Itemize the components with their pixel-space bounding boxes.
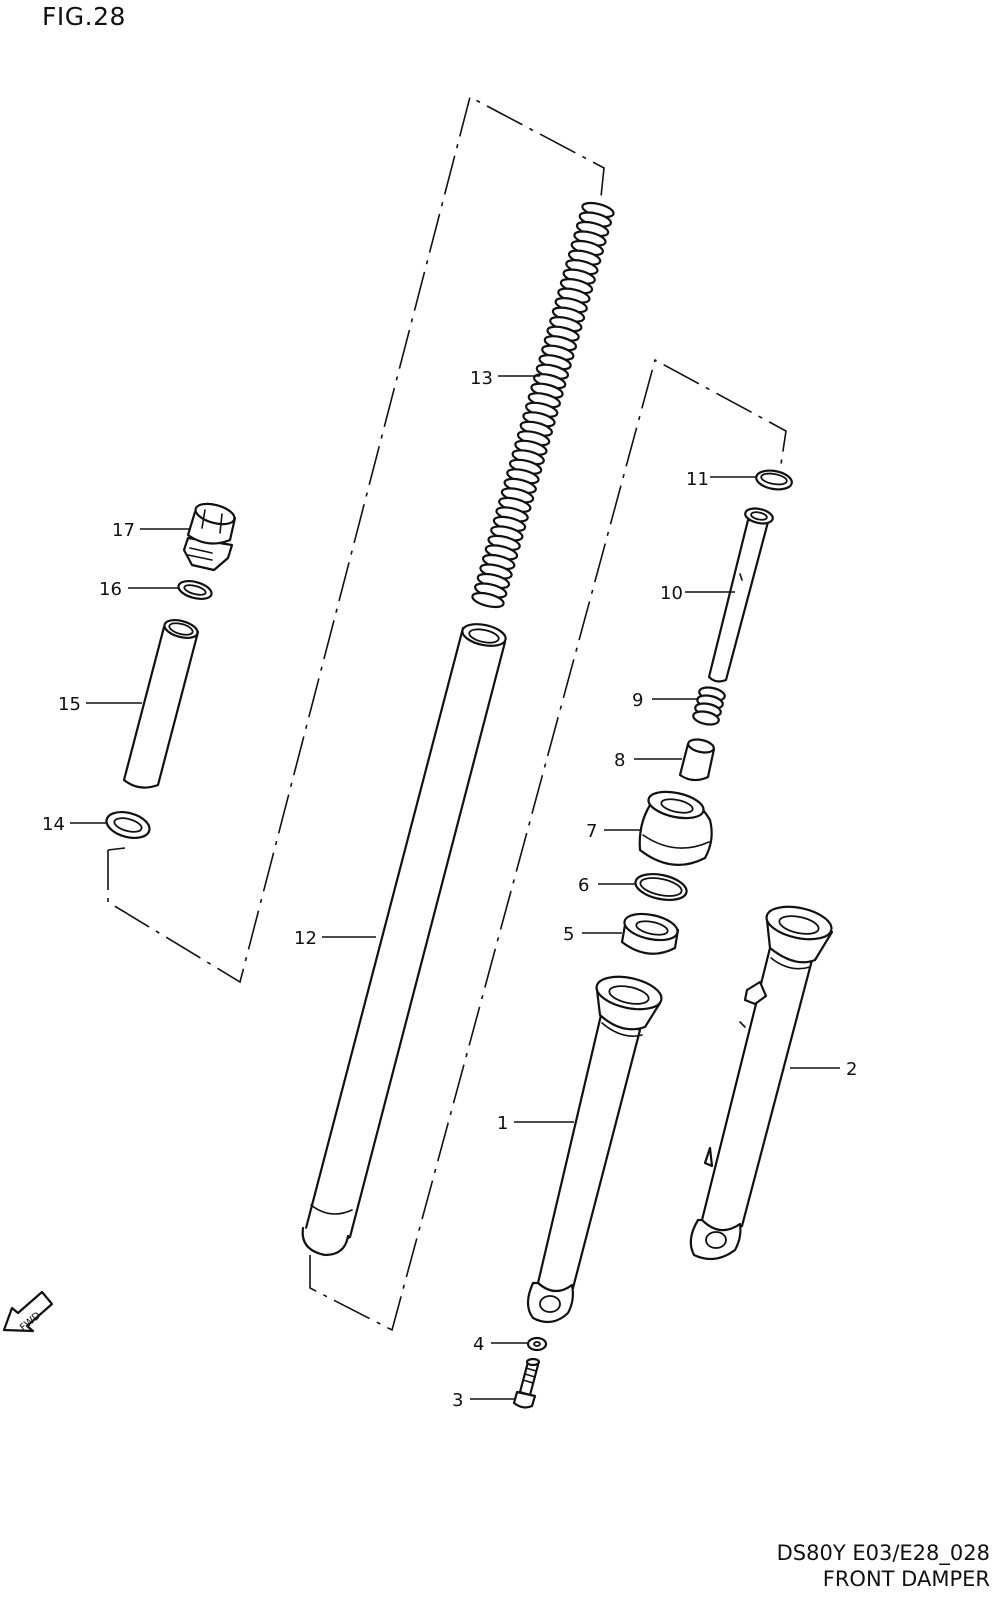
damper-rod bbox=[707, 507, 774, 683]
svg-text:16: 16 bbox=[99, 579, 122, 600]
svg-text:17: 17 bbox=[112, 520, 135, 541]
spring-coil bbox=[471, 591, 505, 609]
svg-text:6: 6 bbox=[578, 875, 589, 896]
spring-spacer bbox=[122, 619, 200, 789]
fork-spring bbox=[471, 201, 615, 609]
piston-ring bbox=[755, 469, 793, 491]
callout-2: 2 bbox=[790, 1059, 857, 1080]
svg-text:3: 3 bbox=[452, 1390, 463, 1411]
svg-text:12: 12 bbox=[294, 928, 317, 949]
callout-5: 5 bbox=[563, 924, 622, 945]
callout-7: 7 bbox=[586, 821, 642, 842]
figure-footer: DS80Y E03/E28_028 FRONT DAMPER bbox=[777, 1540, 990, 1592]
callout-17: 17 bbox=[112, 520, 190, 541]
dust-seal bbox=[638, 790, 713, 866]
svg-text:10: 10 bbox=[660, 583, 683, 604]
svg-text:8: 8 bbox=[614, 750, 625, 771]
forward-direction-arrow-icon: FWD bbox=[2, 1290, 54, 1334]
callout-16: 16 bbox=[99, 579, 178, 600]
svg-text:5: 5 bbox=[563, 924, 574, 945]
callout-1: 1 bbox=[497, 1113, 574, 1134]
fork-cap-o-ring bbox=[177, 580, 213, 600]
callout-14: 14 bbox=[42, 814, 106, 835]
drain-bolt-washer bbox=[526, 1336, 548, 1352]
callout-3: 3 bbox=[452, 1390, 514, 1411]
callout-10: 10 bbox=[660, 583, 735, 604]
rebound-spring bbox=[692, 686, 726, 726]
figure-name: FRONT DAMPER bbox=[822, 1567, 990, 1591]
svg-text:4: 4 bbox=[473, 1334, 484, 1355]
oil-seal-stopper-ring bbox=[634, 872, 688, 902]
callout-15: 15 bbox=[58, 694, 142, 715]
callout-4: 4 bbox=[473, 1334, 527, 1355]
damper-rod-bolt bbox=[512, 1357, 541, 1409]
inner-tube bbox=[301, 623, 507, 1257]
outer-tube-2 bbox=[689, 905, 834, 1261]
svg-text:14: 14 bbox=[42, 814, 65, 835]
svg-text:11: 11 bbox=[686, 469, 709, 490]
svg-text:15: 15 bbox=[58, 694, 81, 715]
callout-13: 13 bbox=[470, 368, 540, 389]
callout-11: 11 bbox=[686, 469, 757, 490]
figure-code: DS80Y E03/E28_028 bbox=[776, 1541, 990, 1565]
fork-cap-gasket bbox=[105, 810, 151, 840]
callout-6: 6 bbox=[578, 875, 636, 896]
figure-title: FIG.28 bbox=[42, 2, 126, 31]
callout-9: 9 bbox=[632, 690, 699, 711]
oil-seal bbox=[620, 912, 680, 955]
assembly-outline-right bbox=[309, 358, 787, 1332]
svg-text:7: 7 bbox=[586, 821, 597, 842]
svg-text:13: 13 bbox=[470, 368, 493, 389]
callout-8: 8 bbox=[614, 750, 682, 771]
svg-text:2: 2 bbox=[846, 1059, 857, 1080]
fork-cap-bolt bbox=[182, 502, 237, 572]
callout-12: 12 bbox=[294, 928, 376, 949]
svg-text:9: 9 bbox=[632, 690, 643, 711]
assembly-outline-left bbox=[107, 95, 605, 984]
svg-text:1: 1 bbox=[497, 1113, 508, 1134]
seat-collar bbox=[678, 738, 716, 782]
outer-tube-1 bbox=[526, 975, 663, 1324]
